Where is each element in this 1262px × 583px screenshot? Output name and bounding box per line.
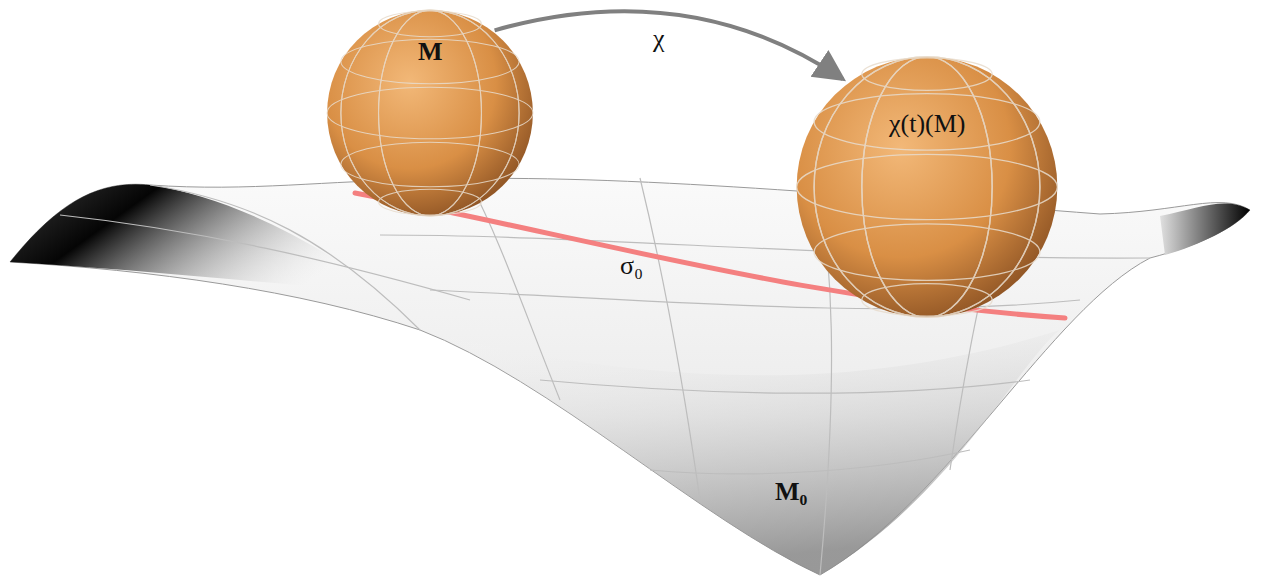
math-label: χ(t)(M) bbox=[889, 110, 966, 139]
sphere-manifold-outline bbox=[794, 54, 1060, 320]
math-label: M₀ bbox=[775, 478, 807, 507]
sphere-manifold: χ(t)(M) bbox=[794, 54, 1060, 320]
sphere-manifold-outline bbox=[325, 8, 535, 218]
curve-label: σ₀ bbox=[620, 252, 643, 281]
edge-label: χ bbox=[653, 25, 665, 54]
math-label: M bbox=[418, 38, 443, 67]
map-arrow bbox=[495, 11, 843, 79]
sphere-manifold: M bbox=[325, 8, 535, 218]
